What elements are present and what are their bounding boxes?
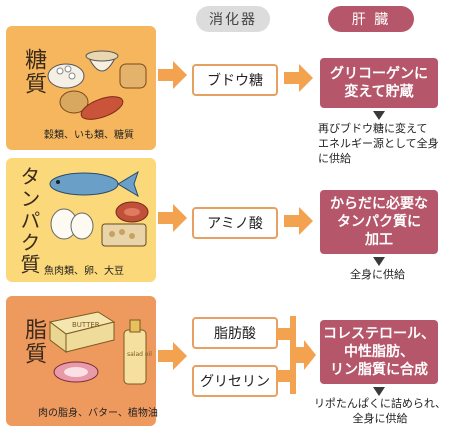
arrow-lipid-merge-to-liver [276,316,316,394]
carb-note: 再びブドウ糖に変えて エネルギー源として全身 に供給 [318,122,439,165]
liver-glycogen-text: グリコーゲンに 変えて貯蔵 [330,65,428,100]
protein-panel: タンパク質 魚肉類、卵、大豆 [6,158,156,282]
glycerin-box: グリセリン [192,365,278,397]
arrow-down-3 [373,387,385,396]
carbohydrate-panel: 糖質 穀類、いも類、糖質 [6,26,156,150]
salad-oil-label: salad oil [127,351,152,358]
protein-title: タンパク質 [17,166,41,276]
carbohydrate-food-illustration [47,50,147,120]
protein-food-illustration [49,170,149,247]
carbohydrate-title: 糖質 [21,48,47,96]
lipid-note: リポたんぱくに詰められ、 全身に供給 [313,397,447,425]
arrow-carb-to-digest [158,61,187,89]
liver-glycogen-box: グリコーゲンに 変えて貯蔵 [320,58,438,108]
liver-protein-box: からだに必要な タンパク質に 加工 [320,190,438,254]
liver-lipid-box: コレステロール、 中性脂肪、 リン脂質に合成 [320,320,438,384]
liver-lipid-text: コレステロール、 中性脂肪、 リン脂質に合成 [323,325,435,379]
arrow-amino-to-liver [284,207,313,235]
lipid-food-illustration: BUTTER salad oil [48,311,152,385]
arrow-glucose-to-liver [284,64,313,92]
arrow-down-1 [373,111,385,120]
arrow-down-2 [373,257,385,266]
liver-header: 肝 臓 [328,6,414,32]
glucose-box: ブドウ糖 [192,64,278,96]
digestive-header: 消化器 [196,6,270,32]
butter-label: BUTTER [72,321,100,329]
lipid-foods: 肉の脂身、バター、植物油 [38,408,158,419]
fatty-acid-box: 脂肪酸 [192,317,278,349]
protein-note: 全身に供給 [350,268,405,281]
lipid-title: 脂質 [21,318,47,366]
arrow-lipid-to-digest [158,342,187,370]
lipid-panel: 脂質 BUTTER salad oil 肉の脂身、バター、植物油 [6,296,158,426]
carbohydrate-foods: 穀類、いも類、糖質 [44,130,134,141]
protein-foods: 魚肉類、卵、大豆 [44,266,124,277]
amino-acid-box: アミノ酸 [192,207,278,239]
liver-protein-text: からだに必要な タンパク質に 加工 [330,195,428,249]
arrow-protein-to-digest [158,204,187,232]
